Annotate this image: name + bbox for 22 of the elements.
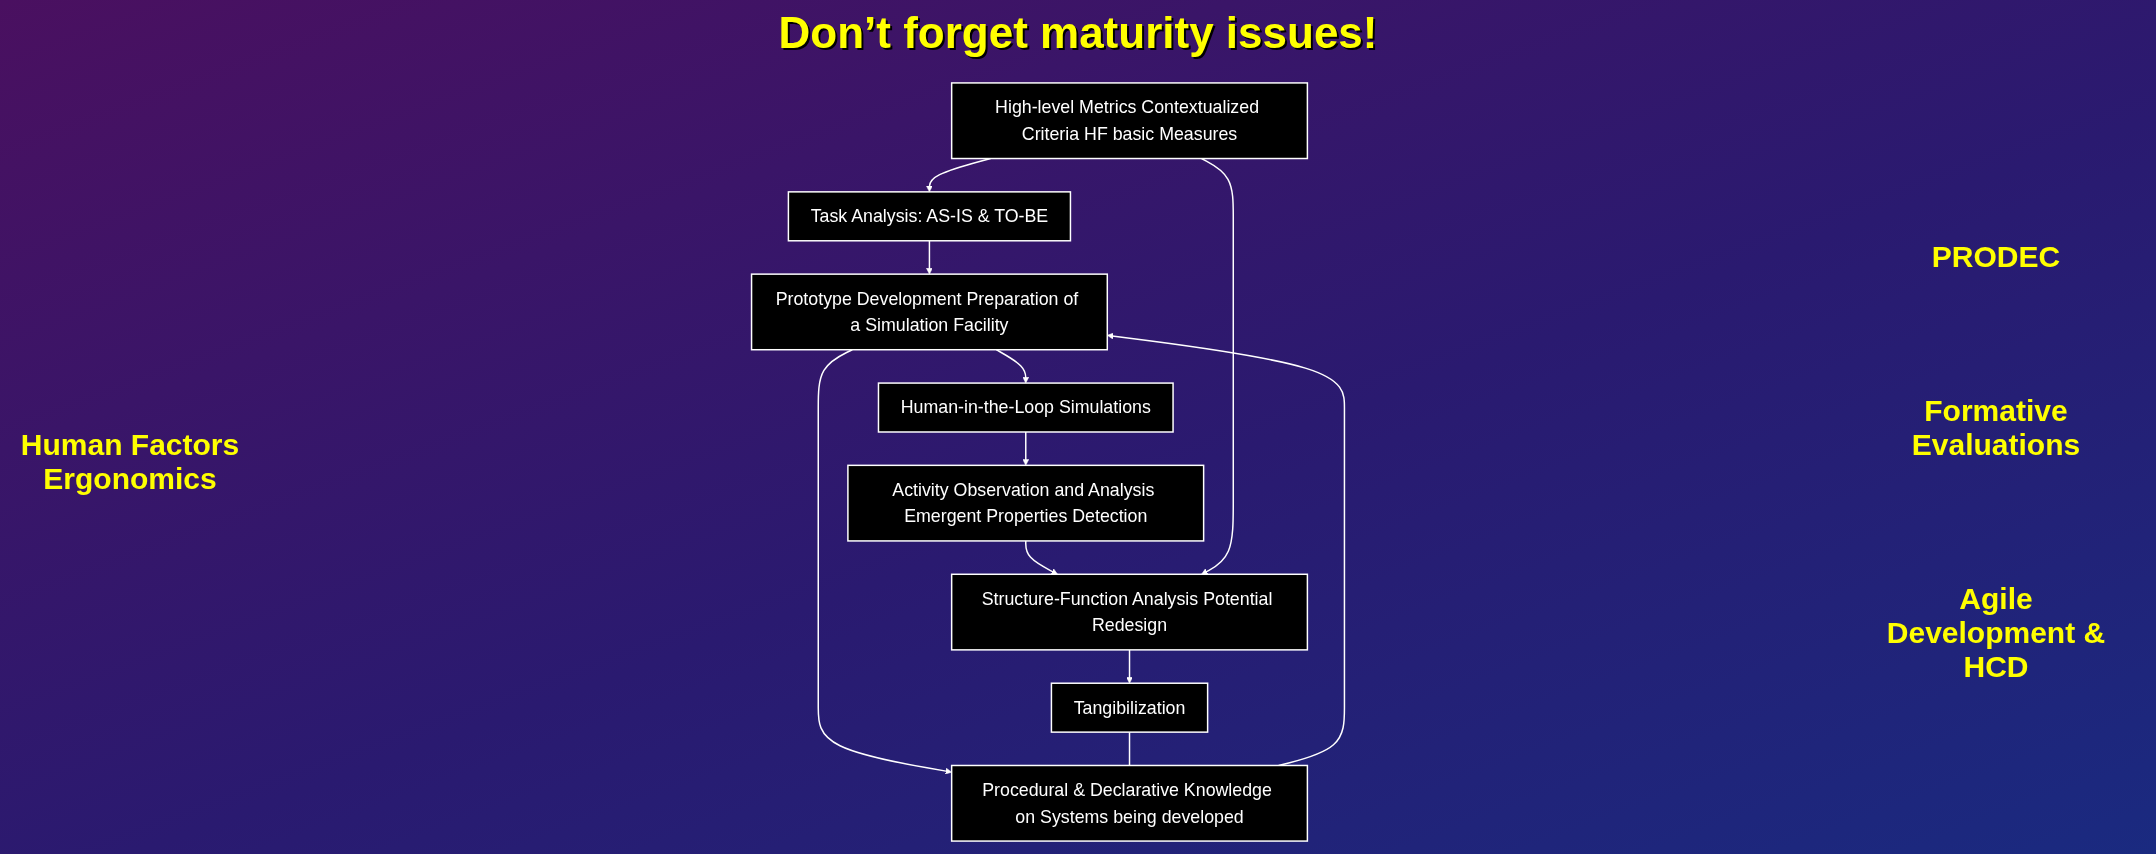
bracket-label: PRODEC <box>1931 240 2061 274</box>
node-box: Structure-Function Analysis Potential Redesign <box>950 573 1309 651</box>
node-box: Task Analysis: AS-IS & TO-BE <box>787 191 1072 242</box>
arrow <box>995 349 1030 384</box>
node-box: Tangibilization <box>1050 682 1209 733</box>
node-box: Prototype Development Preparation of a Simulation Facility <box>750 273 1109 351</box>
bracket-label: Human Factors Ergonomics <box>20 428 240 496</box>
node-box: Human-in-the-Loop Simulations <box>877 382 1174 433</box>
arrow <box>1022 431 1030 466</box>
banner-note: Don’t forget maturity issues! <box>778 8 1378 57</box>
node-box: High-level Metrics Contextualized Criteria HF basic Measures <box>950 82 1309 160</box>
arrow <box>817 349 952 775</box>
bracket-label: Formative Evaluations <box>1910 394 2082 462</box>
connector <box>1128 731 1131 767</box>
node-box: Procedural & Declarative Knowledge on Systems being developed <box>950 764 1309 842</box>
node-box: Activity Observation and Analysis Emergent Properties Detection <box>847 464 1205 542</box>
bracket-label: Agile Development & HCD <box>1886 582 2106 684</box>
arrow <box>1025 540 1058 575</box>
arrow <box>926 240 933 275</box>
arrow <box>1200 157 1234 575</box>
arrow <box>1107 332 1346 767</box>
arrow <box>1126 649 1133 684</box>
